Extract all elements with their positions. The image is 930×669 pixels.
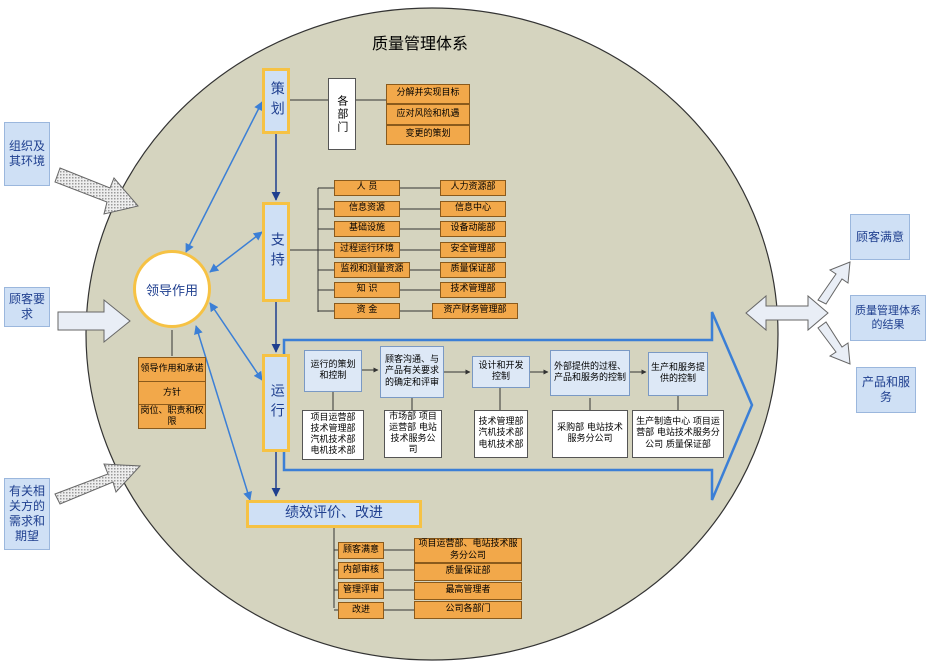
operation-step: 设计和开发控制 — [472, 356, 530, 388]
support-dept: 质量保证部 — [440, 262, 506, 278]
operation-step-depts: 采购部 电站技术服务分公司 — [552, 410, 628, 458]
support-dept: 信息中心 — [440, 201, 506, 217]
output-qms-result: 质量管理体系的结果 — [850, 295, 926, 341]
performance-dept: 公司各部门 — [414, 601, 522, 619]
output-arrow-up — [817, 261, 851, 305]
output-customer-satisfaction: 顾客满意 — [850, 214, 910, 260]
leadership-items: 领导作用和承诺 方针 岗位、职责和权限 — [138, 357, 206, 429]
performance-item: 改进 — [338, 602, 384, 619]
input-customer-requirements: 顾客要求 — [4, 287, 50, 327]
support-dept: 安全管理部 — [440, 242, 506, 258]
support-item: 基础设施 — [334, 221, 400, 237]
performance-dept: 质量保证部 — [414, 563, 522, 581]
input-arrow-customer — [57, 298, 131, 344]
support-dept: 技术管理部 — [440, 282, 506, 298]
performance-item: 内部审核 — [338, 562, 384, 579]
support-item: 人 员 — [334, 180, 400, 196]
input-org-environment: 组织及其环境 — [4, 122, 50, 186]
leadership-item: 领导作用和承诺 — [139, 358, 205, 382]
performance-dept: 项目运营部、电站技术服务分公司 — [414, 538, 522, 563]
operation-step-depts: 生产制造中心 项目运营部 电站技术服务分公司 质量保证部 — [632, 410, 724, 458]
output-double-arrow — [745, 294, 829, 332]
planning-item: 分解并实现目标 — [386, 84, 470, 104]
input-stakeholder-needs: 有关相关方的需求和期望 — [4, 478, 50, 550]
operation-step: 运行的策划和控制 — [304, 350, 362, 392]
input-arrow-org — [54, 167, 139, 215]
planning-departments: 各部门 — [328, 78, 356, 150]
operation-step: 顾客沟通、与产品有关要求的确定和评审 — [380, 346, 444, 398]
pillar-support: 支持 — [262, 202, 290, 302]
support-dept: 资产财务管理部 — [432, 303, 518, 319]
pillar-planning: 策划 — [262, 68, 290, 134]
pillar-performance: 绩效评价、改进 — [246, 500, 422, 528]
output-arrow-down — [817, 321, 851, 365]
operation-step-depts: 技术管理部 汽机技术部 电机技术部 — [474, 410, 528, 458]
operation-step: 生产和服务提供的控制 — [648, 352, 708, 396]
operation-step-depts: 市场部 项目运营部 电站技术服务公司 — [384, 410, 442, 458]
pillar-operation: 运行 — [262, 354, 290, 452]
operation-flow-arrow — [282, 311, 754, 501]
output-products-services: 产品和服务 — [856, 367, 916, 413]
leadership-item: 方针 — [139, 382, 205, 406]
input-arrow-stakeholder — [54, 463, 142, 505]
support-dept: 人力资源部 — [440, 180, 506, 196]
support-item: 资 金 — [334, 303, 400, 319]
diagram-title: 质量管理体系 — [371, 34, 468, 53]
support-item: 知 识 — [334, 282, 400, 298]
performance-item: 顾客满意 — [338, 542, 384, 559]
operation-step: 外部提供的过程、产品和服务的控制 — [550, 350, 630, 396]
planning-item: 变更的策划 — [386, 125, 470, 145]
performance-item: 管理评审 — [338, 582, 384, 599]
leadership-circle: 领导作用 — [133, 250, 211, 328]
support-item: 过程运行环境 — [334, 242, 400, 258]
support-item: 监视和测量资源 — [334, 262, 410, 278]
operation-step-depts: 项目运营部 技术管理部 汽机技术部 电机技术部 — [302, 410, 364, 460]
performance-dept: 最高管理者 — [414, 582, 522, 600]
planning-item: 应对风险和机遇 — [386, 104, 470, 125]
support-item: 信息资源 — [334, 201, 400, 217]
leadership-item: 岗位、职责和权限 — [140, 406, 204, 427]
support-dept: 设备动能部 — [440, 221, 506, 237]
